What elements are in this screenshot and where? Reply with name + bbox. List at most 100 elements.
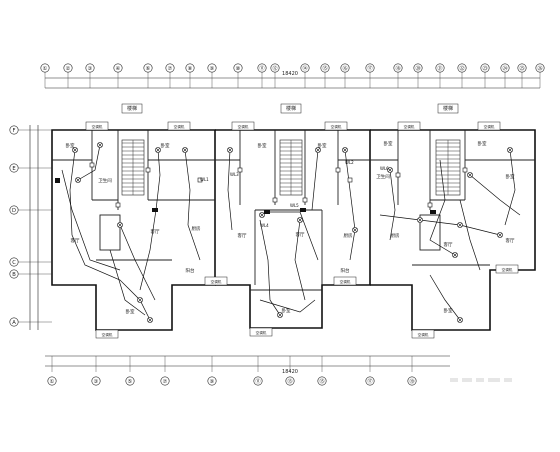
lamp-icon-cross xyxy=(457,222,463,228)
lamp-icon-cross xyxy=(387,167,393,173)
top-axis-label: ㉓ xyxy=(482,64,487,72)
bottom-axis-bubble xyxy=(160,376,170,386)
lamp-icon-cross xyxy=(507,147,513,153)
aircon-label: 空调机 xyxy=(502,267,513,272)
room-label-living: 客厅 xyxy=(444,241,453,248)
lamp-icon-cross xyxy=(452,252,458,258)
bottom-axis-label: ⑨ xyxy=(210,379,215,385)
bottom-axis-bubble xyxy=(285,376,295,386)
top-axis-bubble xyxy=(535,63,545,73)
left-dimension-lines xyxy=(29,125,39,330)
room-label-living: 客厅 xyxy=(296,231,305,238)
stair-treads xyxy=(122,140,460,195)
circuit-tags: WL1 WL2 WL3 WL4 WL5 WL6 xyxy=(200,160,389,228)
top-axis-label: ② xyxy=(66,66,71,72)
aircon-label: 空调机 xyxy=(256,330,267,335)
top-axis-bubble xyxy=(165,63,175,73)
circuit-tag: WL5 xyxy=(290,203,299,208)
circuit-tag: WL3 xyxy=(230,172,239,177)
top-axis-label: ⑳ xyxy=(415,64,420,72)
lamp-icon-cross xyxy=(155,147,161,153)
aircon-label: 空调机 xyxy=(404,124,415,129)
switch-icon xyxy=(302,197,308,203)
top-dimension-total: 18420 xyxy=(282,71,298,77)
top-axis-bubble xyxy=(340,63,350,73)
top-axis-bubble xyxy=(233,63,243,73)
bottom-axis-bubble xyxy=(47,376,57,386)
room-label-bedroom: 卧室 xyxy=(384,140,393,147)
top-axis-bubble xyxy=(143,63,153,73)
wiring-circuits xyxy=(61,144,521,321)
aircon-label: 空调机 xyxy=(418,332,429,337)
bottom-axis-label: ⑬ xyxy=(287,377,292,385)
bottom-axis-label: ⑤ xyxy=(128,379,133,385)
top-axis-bubble xyxy=(517,63,527,73)
top-axis-label: ① xyxy=(43,66,48,72)
lamp-icon-cross xyxy=(182,147,188,153)
switch-icon xyxy=(145,167,151,173)
lamp-icon-cross xyxy=(467,172,473,178)
bottom-axis-bubble xyxy=(365,376,375,386)
switch-icon xyxy=(237,167,243,173)
room-label-kitchen: 厨房 xyxy=(192,225,201,232)
bottom-axis-label: ① xyxy=(50,379,55,385)
top-axis-label: ⑱ xyxy=(395,64,400,72)
room-label-bedroom: 卧室 xyxy=(66,142,75,149)
top-axis-bubble xyxy=(185,63,195,73)
lamp-icon-cross xyxy=(417,217,423,223)
circuit-tag: WL4 xyxy=(260,223,269,228)
switch-icon xyxy=(89,162,95,168)
top-dimension-lines xyxy=(45,77,540,89)
lamp-icon-cross xyxy=(297,217,303,223)
circuit-tag: WL6 xyxy=(380,166,389,171)
switch-icon xyxy=(427,202,433,208)
room-label-living: 客厅 xyxy=(506,237,515,244)
bottom-axis-bubble xyxy=(407,376,417,386)
switch-icon xyxy=(272,197,278,203)
top-axis-label: ⑭ xyxy=(302,64,307,72)
left-axis-bubble xyxy=(9,317,19,327)
top-axis-bubble xyxy=(393,63,403,73)
top-axis-label: ⑩ xyxy=(236,66,241,72)
room-label-living: 客厅 xyxy=(238,232,247,239)
room-label-bath: 卫生间 xyxy=(376,173,390,180)
aircon-boxes xyxy=(85,121,519,339)
top-axis-bubble xyxy=(207,63,217,73)
top-axis-bubble xyxy=(457,63,467,73)
aircon-label: 空调机 xyxy=(331,124,342,129)
aircon-label: 空调机 xyxy=(211,279,222,284)
stair-label-left: 楼梯 xyxy=(127,105,137,112)
room-label-bedroom: 卧室 xyxy=(318,142,327,149)
top-axis-label: ㉒ xyxy=(459,64,464,72)
left-axis-bubble xyxy=(9,163,19,173)
top-axis-label: ③ xyxy=(88,66,93,72)
top-axis-label: ⑯ xyxy=(342,64,347,72)
top-axis-label: ⑫ xyxy=(272,64,277,72)
aircon-label: 空调机 xyxy=(340,279,351,284)
circuit-tag: WL2 xyxy=(345,160,354,165)
distribution-panels xyxy=(55,178,436,214)
stair-label-right: 楼梯 xyxy=(443,105,453,112)
top-axis-label: ㉖ xyxy=(537,64,542,72)
room-label-bedroom: 卧室 xyxy=(444,307,453,314)
room-label-bath: 卫生间 xyxy=(98,177,112,184)
room-labels: 卧室 卧室 卫生间 客厅 客厅 厨房 卧室 阳台 卧室 卧室 客厅 客厅 厨房 … xyxy=(66,140,515,315)
top-axis-label: ④ xyxy=(116,66,121,72)
top-axis-label: ⑪ xyxy=(259,64,264,72)
top-axis-label: ⑮ xyxy=(322,64,327,72)
top-axis-bubble xyxy=(365,63,375,73)
top-axis-bubble xyxy=(320,63,330,73)
top-axis-label: ⑧ xyxy=(188,66,193,72)
aircon-labels: 空调机 空调机 空调机 空调机 空调机 空调机 空调机 空调机 空调机 空调机 … xyxy=(92,124,513,337)
lamp-icon-cross xyxy=(97,142,103,148)
lamp-icon-cross xyxy=(227,147,233,153)
room-label-kitchen: 厨房 xyxy=(344,232,353,239)
aircon-label: 空调机 xyxy=(484,124,495,129)
lamp-icon-cross xyxy=(352,227,358,233)
left-axis-label: D xyxy=(12,208,16,214)
